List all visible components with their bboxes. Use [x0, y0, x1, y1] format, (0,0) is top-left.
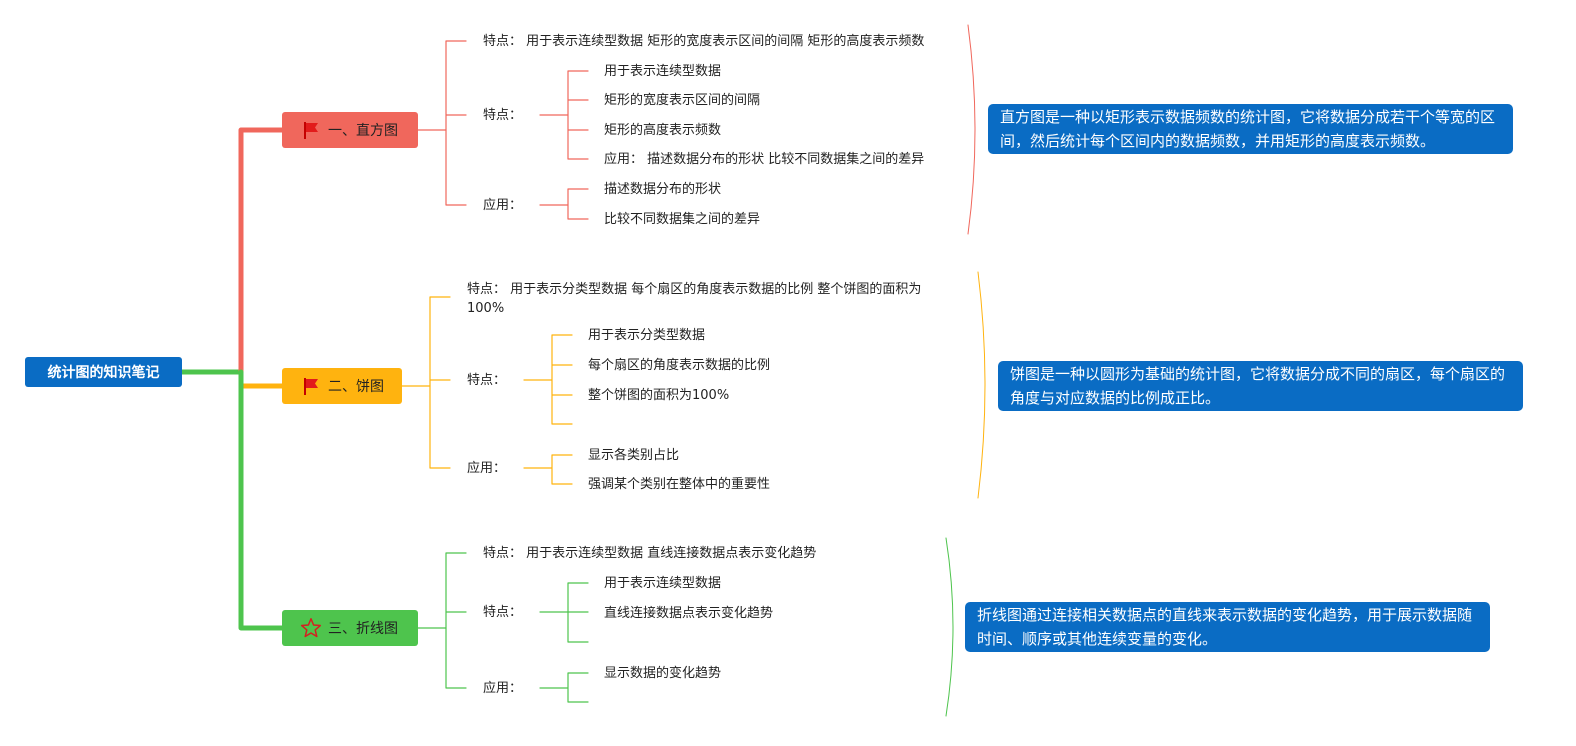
line-note: 折线图通过连接相关数据点的直线来表示数据的变化趋势，用于展示数据随时间、顺序或其…	[965, 602, 1490, 652]
pie-feature-1: 用于表示分类型数据	[588, 328, 706, 343]
pie-summary-line2: 100%	[467, 301, 505, 316]
line-summary: 特点： 用于表示连续型数据 直线连接数据点表示变化趋势	[483, 546, 817, 561]
branch-pie[interactable]: 二、饼图	[282, 368, 402, 404]
branch-pie-label: 二、饼图	[328, 379, 384, 395]
branch-histogram-label: 一、直方图	[328, 123, 398, 139]
branch-line-chart[interactable]: 三、折线图	[282, 610, 418, 646]
histogram-application-2: 比较不同数据集之间的差异	[604, 212, 761, 227]
pie-applications-label: 应用：	[467, 461, 507, 476]
histogram-feature-3: 矩形的高度表示频数	[604, 123, 722, 138]
line-application-1: 显示数据的变化趋势	[604, 666, 722, 681]
histogram-application-1: 描述数据分布的形状	[604, 182, 722, 197]
branch-line-chart-label: 三、折线图	[328, 621, 398, 637]
red-flag-icon	[300, 119, 322, 141]
branch-histogram[interactable]: 一、直方图	[282, 112, 418, 148]
pie-features-label: 特点：	[467, 373, 507, 388]
histogram-applications-label: 应用：	[483, 198, 523, 213]
star-outline-icon	[300, 617, 322, 639]
pie-feature-2: 每个扇区的角度表示数据的比例	[588, 358, 771, 373]
histogram-feature-2: 矩形的宽度表示区间的间隔	[604, 93, 761, 108]
pie-application-2: 强调某个类别在整体中的重要性	[588, 477, 771, 492]
red-flag-icon	[300, 375, 322, 397]
histogram-features-label: 特点：	[483, 108, 523, 123]
histogram-note: 直方图是一种以矩形表示数据频数的统计图，它将数据分成若干个等宽的区间，然后统计每…	[988, 104, 1513, 154]
line-feature-2: 直线连接数据点表示变化趋势	[604, 606, 774, 621]
line-applications-label: 应用：	[483, 681, 523, 696]
histogram-feature-1: 用于表示连续型数据	[604, 64, 722, 79]
histogram-feature-4: 应用： 描述数据分布的形状 比较不同数据集之间的差异	[604, 152, 925, 167]
pie-feature-3: 整个饼图的面积为100%	[588, 388, 730, 403]
pie-summary-line1: 特点： 用于表示分类型数据 每个扇区的角度表示数据的比例 整个饼图的面积为	[467, 282, 922, 297]
root-topic[interactable]: 统计图的知识笔记	[25, 357, 182, 387]
line-features-label: 特点：	[483, 605, 523, 620]
histogram-summary: 特点： 用于表示连续型数据 矩形的宽度表示区间的间隔 矩形的高度表示频数	[483, 34, 925, 49]
line-feature-1: 用于表示连续型数据	[604, 576, 722, 591]
pie-application-1: 显示各类别占比	[588, 448, 680, 463]
pie-note: 饼图是一种以圆形为基础的统计图，它将数据分成不同的扇区，每个扇区的角度与对应数据…	[998, 361, 1523, 411]
